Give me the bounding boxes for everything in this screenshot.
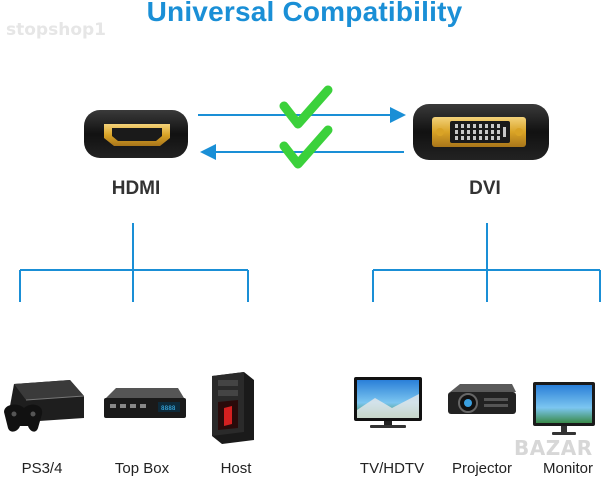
page-title: Universal Compatibility [146, 0, 463, 27]
tv-icon [354, 377, 422, 428]
watermark-text: stopshop1 [6, 20, 106, 40]
dvi-label: DVI [469, 178, 501, 199]
device-label-ps: PS3/4 [21, 460, 63, 477]
corner-watermark: BAZAR [514, 436, 593, 460]
hdmi-label: HDMI [111, 178, 161, 199]
pc-tower-icon [212, 372, 254, 444]
device-label-monitor: Monitor [542, 460, 594, 477]
device-label-tv: TV/HDTV [359, 460, 425, 477]
device-label-projector: Projector [451, 460, 513, 477]
hdmi-port-icon [84, 110, 188, 158]
device-label-host: Host [220, 460, 252, 477]
left-tree-lines [19, 223, 249, 302]
projector-icon [448, 384, 516, 414]
check-icon [279, 85, 333, 129]
right-tree-lines [372, 223, 601, 302]
check-icon [279, 125, 333, 169]
device-label-top-box: Top Box [114, 460, 170, 477]
monitor-icon [533, 382, 595, 435]
game-console-icon [4, 380, 85, 432]
set-top-box-icon: 8888 [104, 388, 186, 418]
svg-text:8888: 8888 [161, 405, 176, 412]
dvi-port-icon [413, 104, 549, 160]
